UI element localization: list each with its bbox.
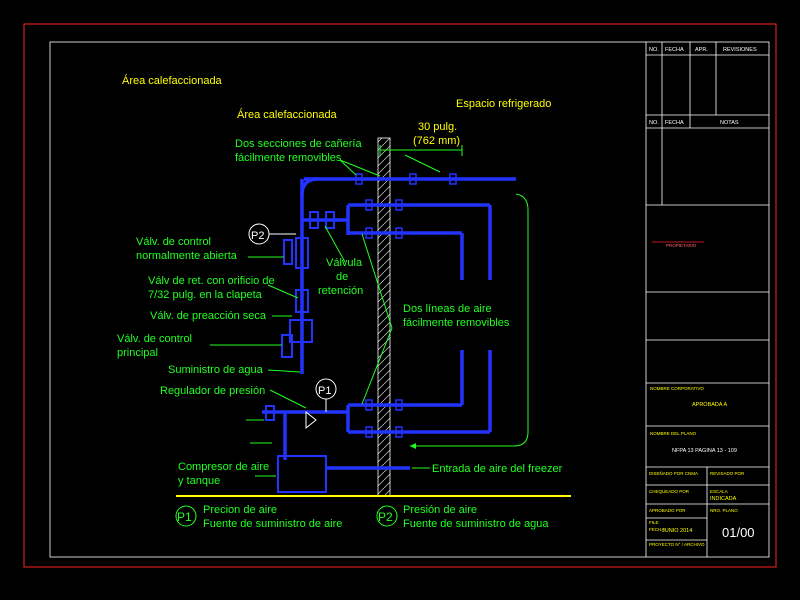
- notes-no-header: NO.: [649, 120, 659, 126]
- piping: [262, 173, 516, 493]
- approved-label: APROBADO POR: [649, 508, 686, 513]
- notes-date-header: FECHA: [665, 120, 684, 126]
- file-label: FILE: [649, 520, 659, 525]
- legend-p2: P2 Presión de aire Fuente de suministro …: [376, 504, 549, 530]
- date-label: FECHA: [649, 527, 664, 532]
- pipe-sections-line2: fácilmente removibles: [235, 152, 342, 164]
- notes-header: NOTAS: [720, 120, 739, 126]
- refrigerated-space-label: Espacio refrigerado: [456, 98, 551, 110]
- control-valve-open-line2: normalmente abierta: [136, 250, 238, 262]
- orifice-valve-line1: Válv de ret. con orificio de: [148, 275, 275, 287]
- plan-name: NFPA 13 PAGINA 13 - 109: [672, 448, 737, 454]
- legend-p2-line2: Fuente de suministro de agua: [403, 518, 549, 530]
- check-valve-line3: retención: [318, 285, 363, 297]
- legend-p1: P1 Precion de aire Fuente de suministro …: [175, 504, 342, 530]
- rev-revisions-header: REVISIONES: [723, 47, 757, 53]
- gauge-p2: P2: [248, 223, 296, 245]
- legend-p1-tag: P1: [177, 510, 192, 524]
- company-name: APROBADA A: [692, 402, 727, 408]
- gauge-p1: P1: [315, 378, 337, 412]
- area-heated-label: Área calefaccionada: [237, 108, 338, 121]
- freezer-air-inlet-label: Entrada de aire del freezer: [432, 463, 563, 475]
- sheet-number: 01/00: [722, 525, 755, 540]
- dry-preaction-valve-label: Válv. de preacción seca: [150, 310, 267, 322]
- main-control-valve-line2: principal: [117, 347, 158, 359]
- scale-label: ESCALA: [710, 489, 728, 494]
- scale-value: INDICADA: [710, 496, 737, 502]
- legend-p2-tag: P2: [378, 510, 393, 524]
- check-valve-line2: de: [336, 271, 348, 283]
- outer-frame: [23, 23, 777, 568]
- dimension-line2: (762 mm): [413, 135, 460, 147]
- company-name-label: NOMBRE CORPORATIVO: [650, 386, 704, 391]
- review-label: REVISADO POR: [710, 471, 745, 476]
- compressor-tank: [277, 455, 327, 493]
- orifice-valve-line2: 7/32 pulg. en la clapeta: [148, 289, 263, 301]
- compressor-line2: y tanque: [178, 475, 220, 487]
- checked-label: CHEQUEADO POR: [649, 489, 690, 494]
- pipe-sections-line1: Dos secciones de cañería: [235, 138, 362, 150]
- sheet-label: PROYECTO N° / ARCHIVO: [649, 542, 705, 547]
- date-value: JUNIO 2014: [662, 528, 692, 534]
- check-valve-line1: Válvula: [326, 257, 363, 269]
- rev-apr-header: APR.: [695, 47, 708, 53]
- control-valve-open-line1: Válv. de control: [136, 236, 211, 248]
- water-supply-label: Suministro de agua: [168, 364, 264, 376]
- plan-name-label: NOMBRE DEL PLANO: [650, 431, 697, 436]
- compressor-line1: Compresor de aire: [178, 461, 269, 473]
- air-lines-line2: fácilmente removibles: [403, 317, 510, 329]
- inner-frame: [49, 41, 770, 558]
- owner-label: PROPIETARIO: [666, 243, 697, 248]
- dimension-line1: 30 pulg.: [418, 121, 457, 133]
- svg-text:P1: P1: [318, 385, 331, 397]
- legend-p1-line1: Precion de aire: [203, 504, 277, 516]
- title-block: NO. FECHA APR. REVISIONES NO. FECHA NOTA…: [645, 42, 769, 557]
- leader-lines: [210, 145, 463, 477]
- plan-number-label: NRO. PLANO: [710, 508, 738, 513]
- legend-p2-line1: Presión de aire: [403, 504, 477, 516]
- pressure-regulator-label: Regulador de presión: [160, 385, 265, 397]
- air-lines-line1: Dos líneas de aire: [403, 303, 492, 315]
- main-control-valve-line1: Válv. de control: [117, 333, 192, 345]
- rev-date-header: FECHA: [665, 47, 684, 53]
- legend-p1-line2: Fuente de suministro de aire: [203, 518, 342, 530]
- area-heated-top-label: Área calefaccionada: [122, 74, 223, 87]
- rev-no-header: NO.: [649, 47, 659, 53]
- drawn-by-label: DISEÑADO POR CNMA: [649, 470, 698, 476]
- svg-text:P2: P2: [251, 230, 264, 242]
